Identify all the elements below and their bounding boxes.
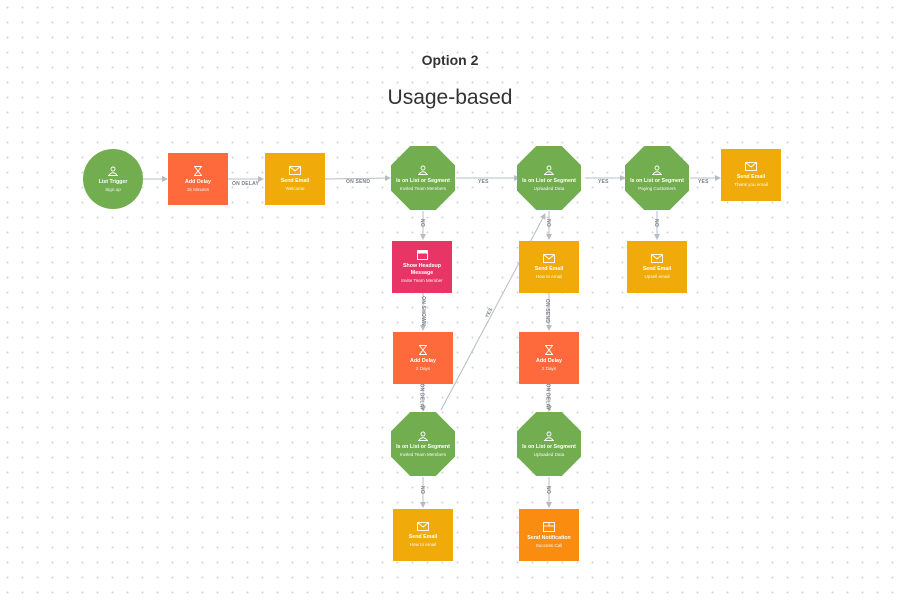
edge-label-on-send: ON SEND [346,179,371,185]
node-title: Send Email [534,266,564,273]
node-title: Is on List or Segment [630,177,684,184]
node-title: List Trigger [98,178,128,185]
segment-condition-node[interactable]: Is on List or Segment Paying Customers [625,146,689,210]
workflow-title: Usage-based [387,86,513,109]
node-title: Add Delay [410,357,436,364]
node-title: Add Delay [185,178,211,185]
node-title: Send Email [736,174,766,181]
envelope-icon [745,162,757,172]
node-subtitle: Success Call [535,542,563,548]
option-label: Option 2 [421,52,479,68]
list-trigger-node[interactable]: List Trigger Sign up [83,149,143,209]
node-title: Is on List or Segment [522,443,576,450]
node-subtitle: Invite Team Member [401,278,443,284]
send-notification-node[interactable]: Send Notification Success Call [519,509,579,561]
user-list-icon [652,165,662,175]
send-email-node[interactable]: Send Email Upsell email [627,241,687,293]
node-title: Is on List or Segment [396,177,450,184]
node-subtitle: Uploaded Data [533,451,565,457]
node-subtitle: Invited Team Members [399,451,447,457]
headsup-message-node[interactable]: Show Headsup Message Invite Team Member [392,241,452,293]
edge-label-no: NO [544,486,551,494]
node-subtitle: 2 Days [415,365,431,371]
add-delay-node[interactable]: Add Delay 15 Minutes [168,153,228,205]
node-subtitle: How to email [409,542,437,548]
node-subtitle: Uploaded Data [533,185,565,191]
envelope-icon [651,254,663,264]
node-title: Add Delay [536,357,562,364]
edge-label-no: NO [544,219,551,227]
node-title: Send Email [280,178,310,185]
edge-label-on-send: ON SEND [544,298,551,324]
hourglass-icon [419,344,427,355]
node-title: Send Email [408,534,438,541]
node-subtitle: Upsell email [644,274,670,280]
edge-label-on-delay: ON DELAY [418,383,425,411]
node-title: Send Notification [527,534,571,541]
segment-condition-node[interactable]: Is on List or Segment Invited Team Membe… [391,146,455,210]
add-delay-node[interactable]: Add Delay 2 Days [393,332,453,384]
edge-label-yes: YES [478,179,489,185]
edge-label-on-shown: ON SHOWN [419,296,426,326]
user-list-icon [544,431,554,441]
user-list-icon [418,431,428,441]
send-email-node[interactable]: Send Email How to email [393,509,453,561]
node-title: Is on List or Segment [396,443,450,450]
send-email-node[interactable]: Send Email Thank you email [721,149,781,201]
connector-email-segment [324,175,391,182]
edge-label-on-delay: ON DELAY [232,181,259,187]
envelope-icon [417,522,429,532]
notification-icon [543,521,555,532]
node-subtitle: 15 Minutes [186,186,210,192]
node-subtitle: Sign up [105,186,121,192]
node-title: Send Email [642,266,672,273]
edge-label-no: NO [418,219,425,227]
envelope-icon [543,254,555,264]
hourglass-icon [545,344,553,355]
edge-label-no: NO [418,486,425,494]
node-subtitle: 2 Days [541,365,557,371]
message-window-icon [416,250,428,261]
segment-condition-node[interactable]: Is on List or Segment Invited Team Membe… [391,412,455,476]
node-subtitle: Thank you email [734,182,768,188]
node-subtitle: Invited Team Members [399,185,447,191]
envelope-icon [289,166,301,176]
segment-condition-node[interactable]: Is on List or Segment Uploaded Data [517,412,581,476]
edge-label-yes: YES [598,179,609,185]
node-subtitle: Welcome [285,186,305,192]
node-subtitle: Paying Customers [638,185,676,191]
edge-label-no: NO [652,219,659,227]
user-list-icon [108,166,118,176]
hourglass-icon [194,165,202,176]
node-title: Show Headsup Message [403,263,441,276]
add-delay-node[interactable]: Add Delay 2 Days [519,332,579,384]
send-email-node[interactable]: Send Email How to email [519,241,579,293]
edge-label-yes: YES [698,179,709,185]
edge-label-on-delay: ON DELAY [544,383,551,411]
user-list-icon [544,165,554,175]
node-subtitle: How to email [535,274,563,280]
send-email-node[interactable]: Send Email Welcome [265,153,325,205]
node-title: Is on List or Segment [522,177,576,184]
segment-condition-node[interactable]: Is on List or Segment Uploaded Data [517,146,581,210]
user-list-icon [418,165,428,175]
